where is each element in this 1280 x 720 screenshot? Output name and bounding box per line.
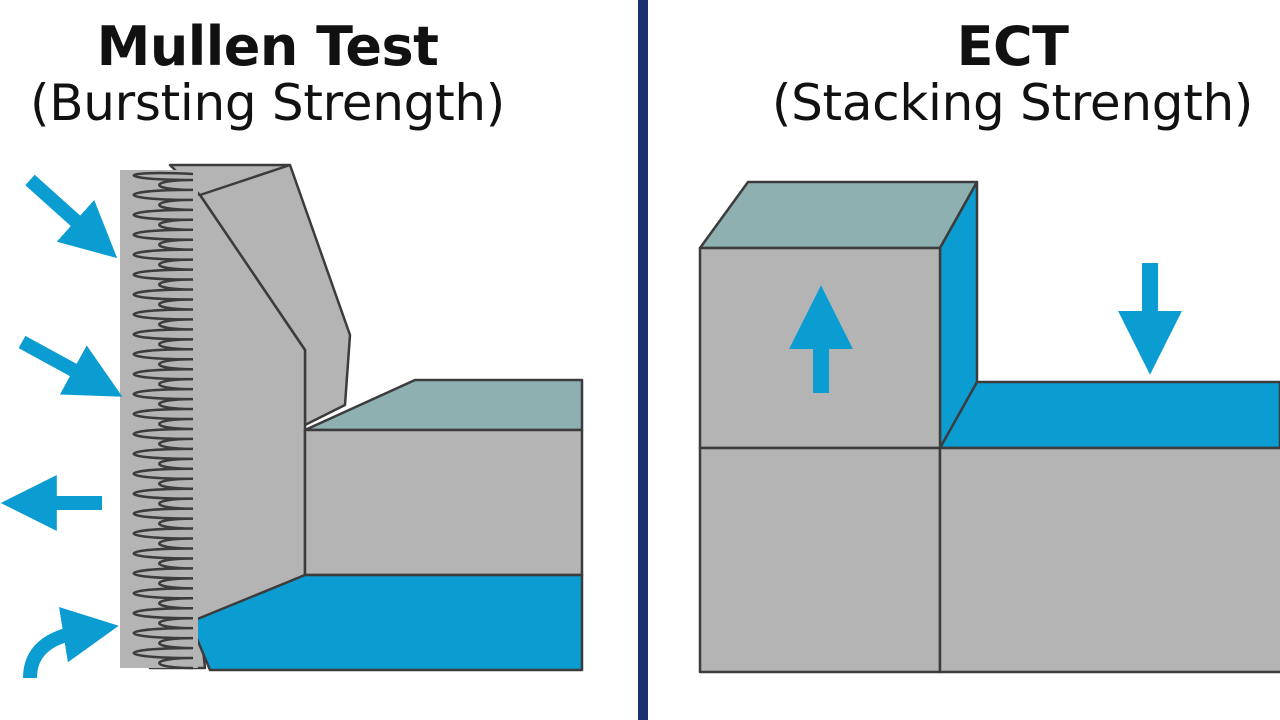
mullen-pressure-arrows — [0, 174, 123, 679]
ect-slab-top — [938, 380, 1280, 450]
ect-compression-arrows — [789, 263, 1182, 393]
mullen-test-subtitle: (Bursting Strength) — [29, 74, 505, 133]
ect-subtitle: (Stacking Strength) — [771, 74, 1254, 133]
ect-lower-left-block — [698, 446, 942, 674]
ect-box-top — [698, 180, 979, 250]
panel-divider — [638, 0, 648, 720]
ect-lower-right-block — [938, 446, 1280, 674]
mullen-test-heading: Mullen Test — [96, 15, 439, 78]
corrugated-flute-loops — [132, 171, 194, 670]
curved-arrow-icon — [23, 607, 119, 679]
board-block-front — [303, 428, 584, 577]
ect-title: ECT (Stacking Strength) — [745, 15, 1280, 133]
ect-board-illustration — [698, 180, 1280, 674]
arrow-icon — [25, 174, 118, 259]
arrow-icon — [18, 335, 123, 397]
board-blue-base — [188, 573, 584, 672]
board-fold-line — [199, 163, 291, 197]
mullen-board-illustration — [148, 163, 584, 672]
ect-heading: ECT — [956, 15, 1069, 78]
mullen-test-title: Mullen Test (Bursting Strength) — [0, 15, 535, 133]
